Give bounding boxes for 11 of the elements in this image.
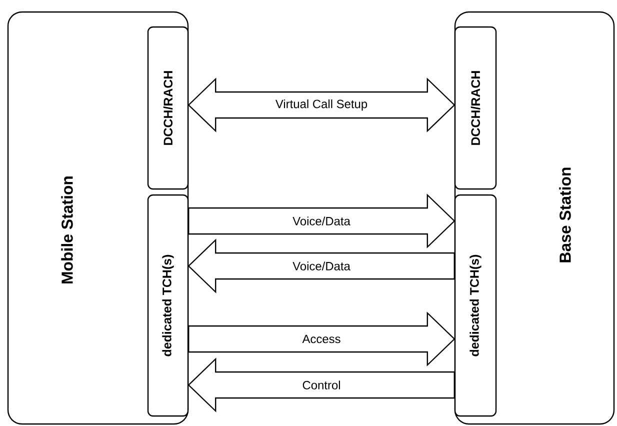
block-arrow xyxy=(188,194,456,248)
channel-box: dedicated TCH(s) xyxy=(147,194,189,417)
edge-label: Voice/Data xyxy=(292,216,352,226)
channel-box: DCCH/RACH xyxy=(454,26,497,190)
edge-label: Virtual Call Setup xyxy=(274,98,369,112)
edge-label: Control xyxy=(301,380,342,390)
edge-label: Access xyxy=(301,334,342,344)
channel-box: dedicated TCH(s) xyxy=(454,194,497,417)
channel-box: DCCH/RACH xyxy=(147,26,189,190)
edge-label: Voice/Data xyxy=(292,260,352,272)
block-arrow xyxy=(188,312,456,366)
